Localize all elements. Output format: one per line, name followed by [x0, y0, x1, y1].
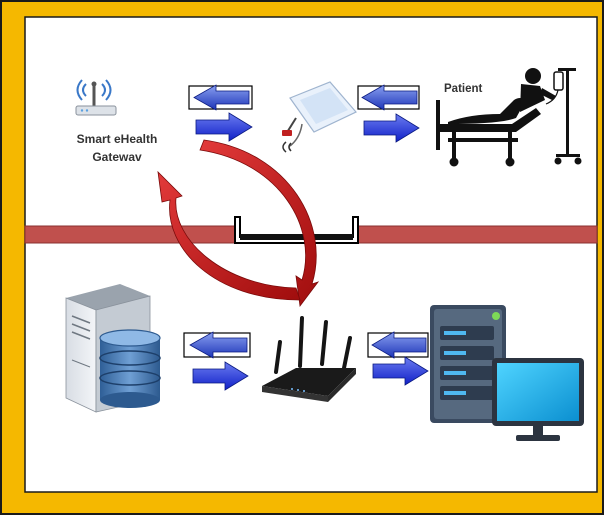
arrow-down-right-icon [199, 139, 320, 308]
arrow-up-left-icon [157, 170, 301, 301]
arrow-right-icon [192, 361, 249, 391]
arrow-left-icon [193, 84, 250, 111]
hospital-bed-patient-icon [436, 68, 582, 167]
server-monitor-icon [430, 305, 584, 441]
bridge-bar [240, 234, 353, 240]
arrow-left-icon [371, 331, 427, 359]
arrow-left-icon [361, 84, 418, 111]
wifi-router-icon [75, 79, 117, 116]
bidirectional-link-arrows [157, 139, 320, 308]
gateway-label-line2: Gatewav [92, 150, 142, 164]
wireless-router-icon [262, 316, 356, 402]
arrow-right-icon [195, 112, 253, 142]
database-server-icon [65, 284, 161, 413]
arrow-right-icon [372, 356, 429, 386]
patient-label: Patient [444, 83, 483, 95]
arrow-right-icon [363, 113, 420, 143]
arrow-left-icon [189, 331, 248, 359]
gateway-label-line1: Smart eHealth [77, 132, 158, 146]
sensor-device-icon [282, 81, 357, 153]
